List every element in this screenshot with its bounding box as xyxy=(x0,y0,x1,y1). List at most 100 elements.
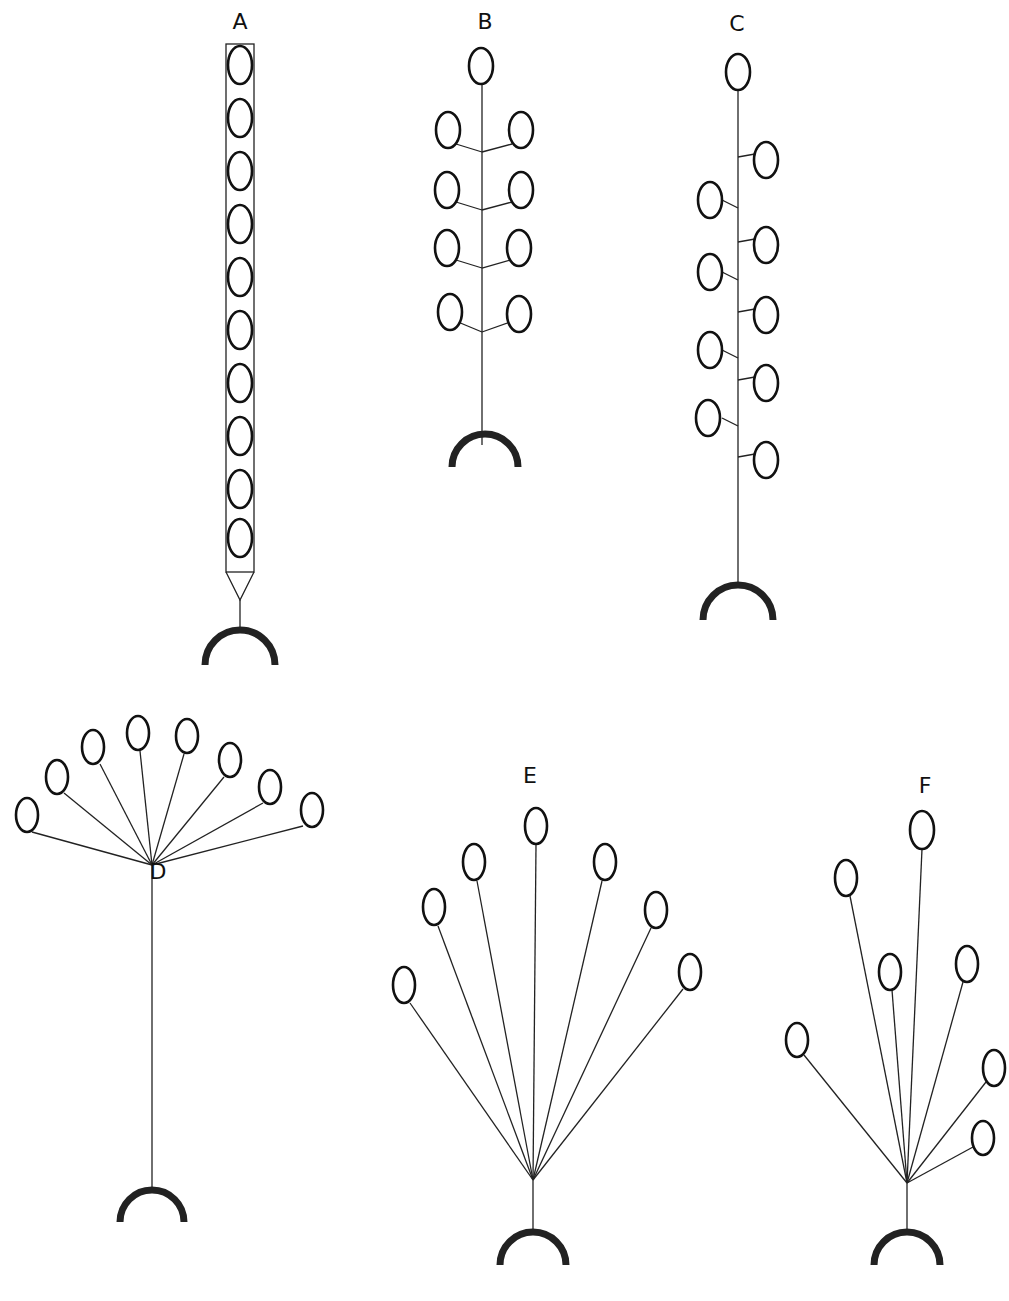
flower xyxy=(82,730,104,764)
pedicel xyxy=(456,202,482,210)
pedicel xyxy=(482,144,512,152)
figure-letter: C xyxy=(729,13,744,35)
flower xyxy=(228,99,252,137)
stalk xyxy=(737,90,738,585)
stalk xyxy=(906,1183,907,1230)
flower xyxy=(509,172,533,208)
flower xyxy=(507,296,531,332)
pedicel xyxy=(738,309,755,312)
flower xyxy=(698,254,722,290)
flower xyxy=(594,844,616,880)
pedicel xyxy=(438,926,533,1180)
flower xyxy=(679,954,701,990)
flower xyxy=(228,311,252,349)
stalk xyxy=(151,865,152,1190)
flower xyxy=(259,770,281,804)
flower xyxy=(436,112,460,148)
flower xyxy=(726,54,750,90)
flower xyxy=(507,230,531,266)
pedicel xyxy=(850,896,907,1183)
pedicel xyxy=(140,751,152,865)
flower xyxy=(754,297,778,333)
pedicel xyxy=(482,322,510,332)
pedicel xyxy=(32,832,152,865)
stalk xyxy=(532,1180,533,1232)
opposite-raceme-figure xyxy=(435,48,533,467)
stalk xyxy=(239,600,240,631)
pedicel xyxy=(722,350,738,358)
pedicel xyxy=(738,377,755,380)
flower xyxy=(301,793,323,827)
flower xyxy=(696,400,720,436)
flower xyxy=(435,172,459,208)
flower xyxy=(228,364,252,402)
pedicel xyxy=(533,845,536,1180)
flat-umbel-figure xyxy=(16,716,323,1222)
flower xyxy=(16,798,38,832)
pedicel xyxy=(533,989,683,1180)
flower xyxy=(423,889,445,925)
flower xyxy=(46,760,68,794)
pedicel xyxy=(738,154,755,157)
pedicel xyxy=(533,928,651,1180)
flower xyxy=(228,258,252,296)
flower xyxy=(176,719,198,753)
pedicel xyxy=(152,777,224,865)
pedicel xyxy=(907,1147,973,1183)
spike-figure xyxy=(205,44,275,665)
figure-letter: D xyxy=(150,861,167,883)
pedicel xyxy=(64,793,152,865)
base-arc xyxy=(703,585,773,620)
flower xyxy=(754,227,778,263)
flower xyxy=(228,470,252,508)
flower xyxy=(835,860,857,896)
flower xyxy=(127,716,149,750)
base-arc xyxy=(500,1232,566,1265)
pedicel xyxy=(804,1055,907,1183)
pedicel xyxy=(152,803,263,865)
pedicel xyxy=(482,260,510,268)
flower xyxy=(754,365,778,401)
alternate-raceme-figure xyxy=(696,54,778,620)
rounded-umbel-figure xyxy=(393,808,701,1265)
flower xyxy=(698,182,722,218)
flower xyxy=(956,946,978,982)
pedicel xyxy=(738,454,755,457)
pedicel xyxy=(100,764,152,865)
pedicel xyxy=(456,144,482,152)
flower xyxy=(525,808,547,844)
flower xyxy=(972,1121,994,1155)
flower xyxy=(983,1050,1005,1086)
pedicel xyxy=(410,1003,533,1180)
figure-letter: F xyxy=(919,775,932,797)
base-arc xyxy=(874,1232,940,1265)
flower xyxy=(754,142,778,178)
pedicel xyxy=(907,849,922,1183)
flower xyxy=(469,48,493,84)
flower xyxy=(786,1023,808,1057)
flower xyxy=(219,743,241,777)
stalk xyxy=(481,84,482,445)
flower xyxy=(509,112,533,148)
figure-letter: A xyxy=(232,11,247,33)
pedicel xyxy=(477,881,533,1180)
pedicel xyxy=(722,418,738,426)
axis-outline xyxy=(226,44,254,572)
flower xyxy=(435,230,459,266)
flower xyxy=(910,811,934,849)
axis-tip xyxy=(226,572,254,600)
flower xyxy=(228,205,252,243)
pedicel xyxy=(152,826,303,865)
flower xyxy=(698,332,722,368)
pedicel xyxy=(722,200,738,208)
pedicel xyxy=(456,260,482,268)
flower xyxy=(754,442,778,478)
pedicel xyxy=(738,239,755,242)
base-arc xyxy=(452,434,518,467)
flower xyxy=(393,967,415,1003)
pedicel xyxy=(482,202,512,210)
irregular-umbel-figure xyxy=(786,811,1005,1265)
flower xyxy=(228,519,252,557)
